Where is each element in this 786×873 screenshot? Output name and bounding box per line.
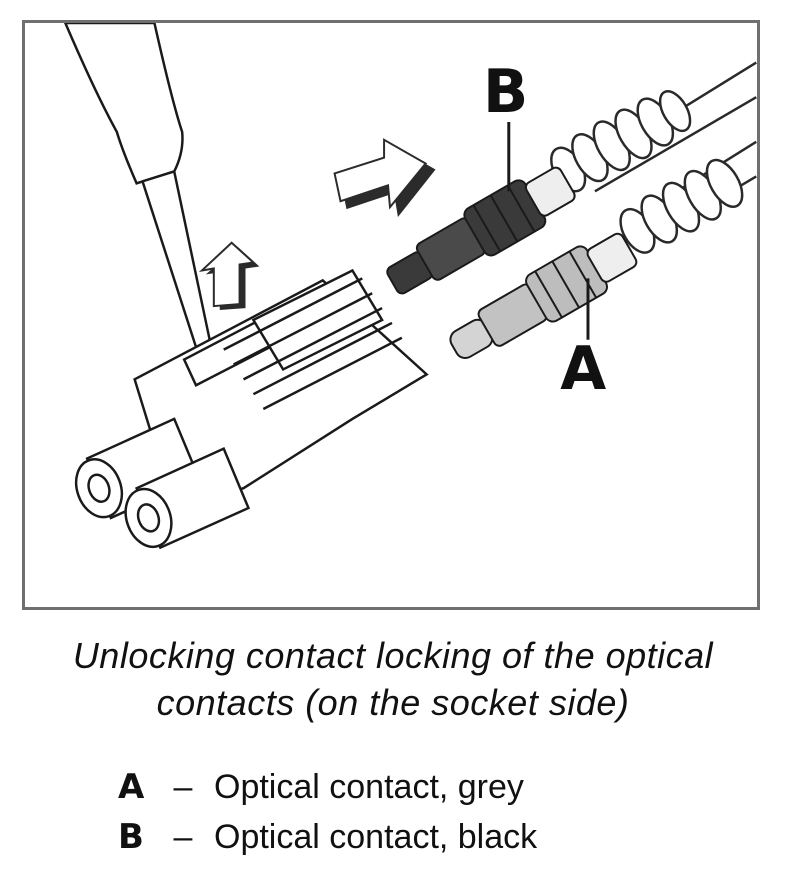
- legend-item-b: B – Optical contact, black: [118, 812, 537, 862]
- strain-relief-boot-a: [619, 158, 744, 254]
- illustration-frame: B A: [22, 20, 760, 610]
- socket-housing: [133, 268, 429, 510]
- legend-text-b: Optical contact, black: [214, 818, 538, 856]
- optical-contact-black: [386, 166, 576, 295]
- legend-separator: –: [173, 818, 193, 856]
- legend: A – Optical contact, grey B – Optical co…: [118, 762, 537, 862]
- legend-item-a: A – Optical contact, grey: [118, 762, 537, 812]
- connector-illustration: B A: [63, 23, 757, 550]
- arrow-up-icon: [198, 241, 260, 311]
- callout-label-a: A: [560, 335, 606, 404]
- caption-line-2: contacts (on the socket side): [156, 682, 630, 723]
- legend-text-a: Optical contact, grey: [214, 768, 524, 806]
- screwdriver-tool: [63, 23, 222, 393]
- caption-line-1: Unlocking contact locking of the optical: [72, 635, 714, 676]
- figure-caption: Unlocking contact locking of the optical…: [30, 632, 756, 726]
- arrow-right-icon: [333, 138, 436, 218]
- legend-key-b: B: [118, 817, 144, 857]
- callout-label-b: B: [483, 58, 528, 127]
- legend-separator: –: [173, 768, 193, 806]
- legend-key-a: A: [118, 767, 145, 807]
- socket-receptacles: [74, 417, 251, 550]
